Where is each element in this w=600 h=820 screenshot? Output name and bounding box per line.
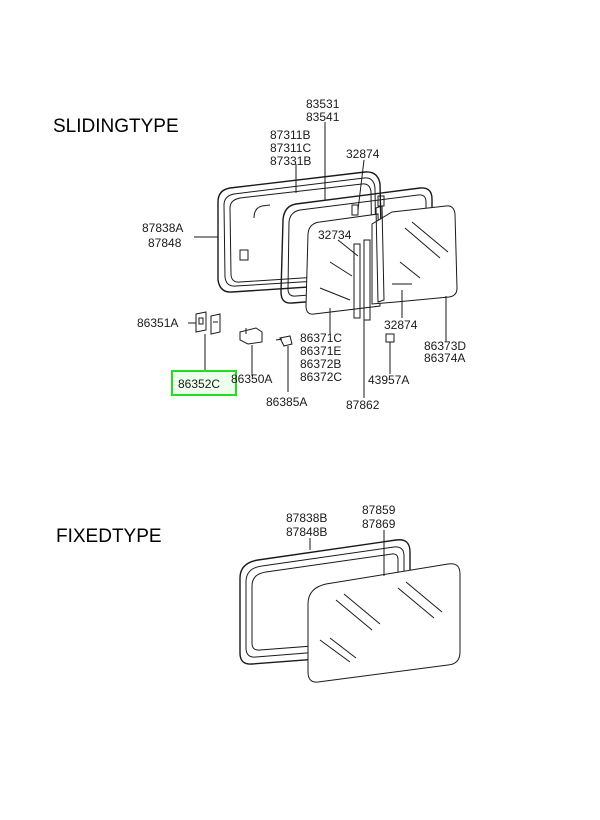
glass-reflection-line — [329, 261, 353, 277]
part-labels-sliding: 83531 83541 87311B 87311C 87331B 32874 8… — [137, 97, 466, 412]
part-label: 32874 — [384, 318, 418, 332]
latch-handle-86350a — [239, 327, 263, 345]
glass-reflection-line — [405, 581, 443, 613]
glass-reflection-line — [411, 221, 449, 253]
part-label: 87848B — [286, 525, 327, 539]
glass-reflection-line — [319, 639, 351, 663]
channel-clip — [377, 195, 385, 207]
part-label: 32874 — [346, 147, 380, 161]
leader-lines-fixed — [309, 530, 385, 576]
part-label: 86371E — [300, 344, 341, 358]
part-label: 83531 — [306, 97, 340, 111]
part-label: 86372B — [300, 357, 341, 371]
glass-reflection-line — [335, 599, 373, 631]
part-labels-fixed: 87838B 87848B 87859 87869 — [286, 503, 396, 539]
part-label: 43957A — [368, 373, 409, 387]
sliding-glass-right — [371, 205, 458, 305]
part-label: 32734 — [318, 228, 352, 242]
part-label: 87862 — [346, 398, 380, 412]
fixed-window-assembly — [239, 539, 461, 683]
sliding-type-heading: SLIDINGTYPE — [53, 116, 179, 137]
highlight-box — [171, 370, 237, 396]
division-bar-1 — [353, 243, 361, 319]
glass-reflection-line — [319, 287, 351, 301]
part-label: 86351A — [137, 316, 178, 330]
sliding-window-assembly — [217, 171, 458, 321]
division-bar-3 — [375, 205, 385, 303]
part-label: 86374A — [424, 351, 465, 365]
leader-lines-sliding — [188, 122, 447, 398]
part-label: 87838B — [286, 511, 327, 525]
stopper-43957a — [385, 333, 395, 343]
glass-reflection-line — [329, 637, 357, 659]
latch-bracket-86351a — [195, 311, 207, 333]
part-label: 86372C — [300, 370, 342, 384]
frame-latch-detail — [253, 204, 271, 219]
channel-clip — [351, 204, 359, 216]
part-label: 83541 — [306, 110, 340, 124]
part-label-highlighted[interactable]: 86352C — [178, 377, 220, 391]
fixed-type-heading: FIXEDTYPE — [56, 526, 162, 547]
glass-reflection-line — [397, 587, 435, 619]
glass-reflection-line — [343, 593, 381, 625]
part-label: 87848 — [148, 236, 182, 250]
part-label: 86385A — [266, 395, 307, 409]
glass-reflection-line — [404, 227, 441, 259]
part-label: 86350A — [231, 372, 272, 386]
division-bar-2 — [363, 239, 371, 321]
screw-86385a — [275, 335, 293, 347]
part-label: 87869 — [362, 517, 396, 531]
part-label: 86373D — [424, 339, 466, 353]
part-label: 87838A — [142, 221, 183, 235]
part-label: 87331B — [270, 154, 311, 168]
hardware-parts — [195, 311, 395, 347]
latch-86352c — [210, 313, 221, 335]
glass-reflection-line — [399, 261, 421, 279]
part-label: 86371C — [300, 331, 342, 345]
part-label: 87859 — [362, 503, 396, 517]
frame-clip — [239, 249, 249, 261]
fixed-glass — [307, 563, 461, 683]
part-label: 87311C — [270, 141, 311, 155]
sliding-glass-left — [305, 213, 381, 315]
part-label: 87311B — [270, 128, 310, 142]
